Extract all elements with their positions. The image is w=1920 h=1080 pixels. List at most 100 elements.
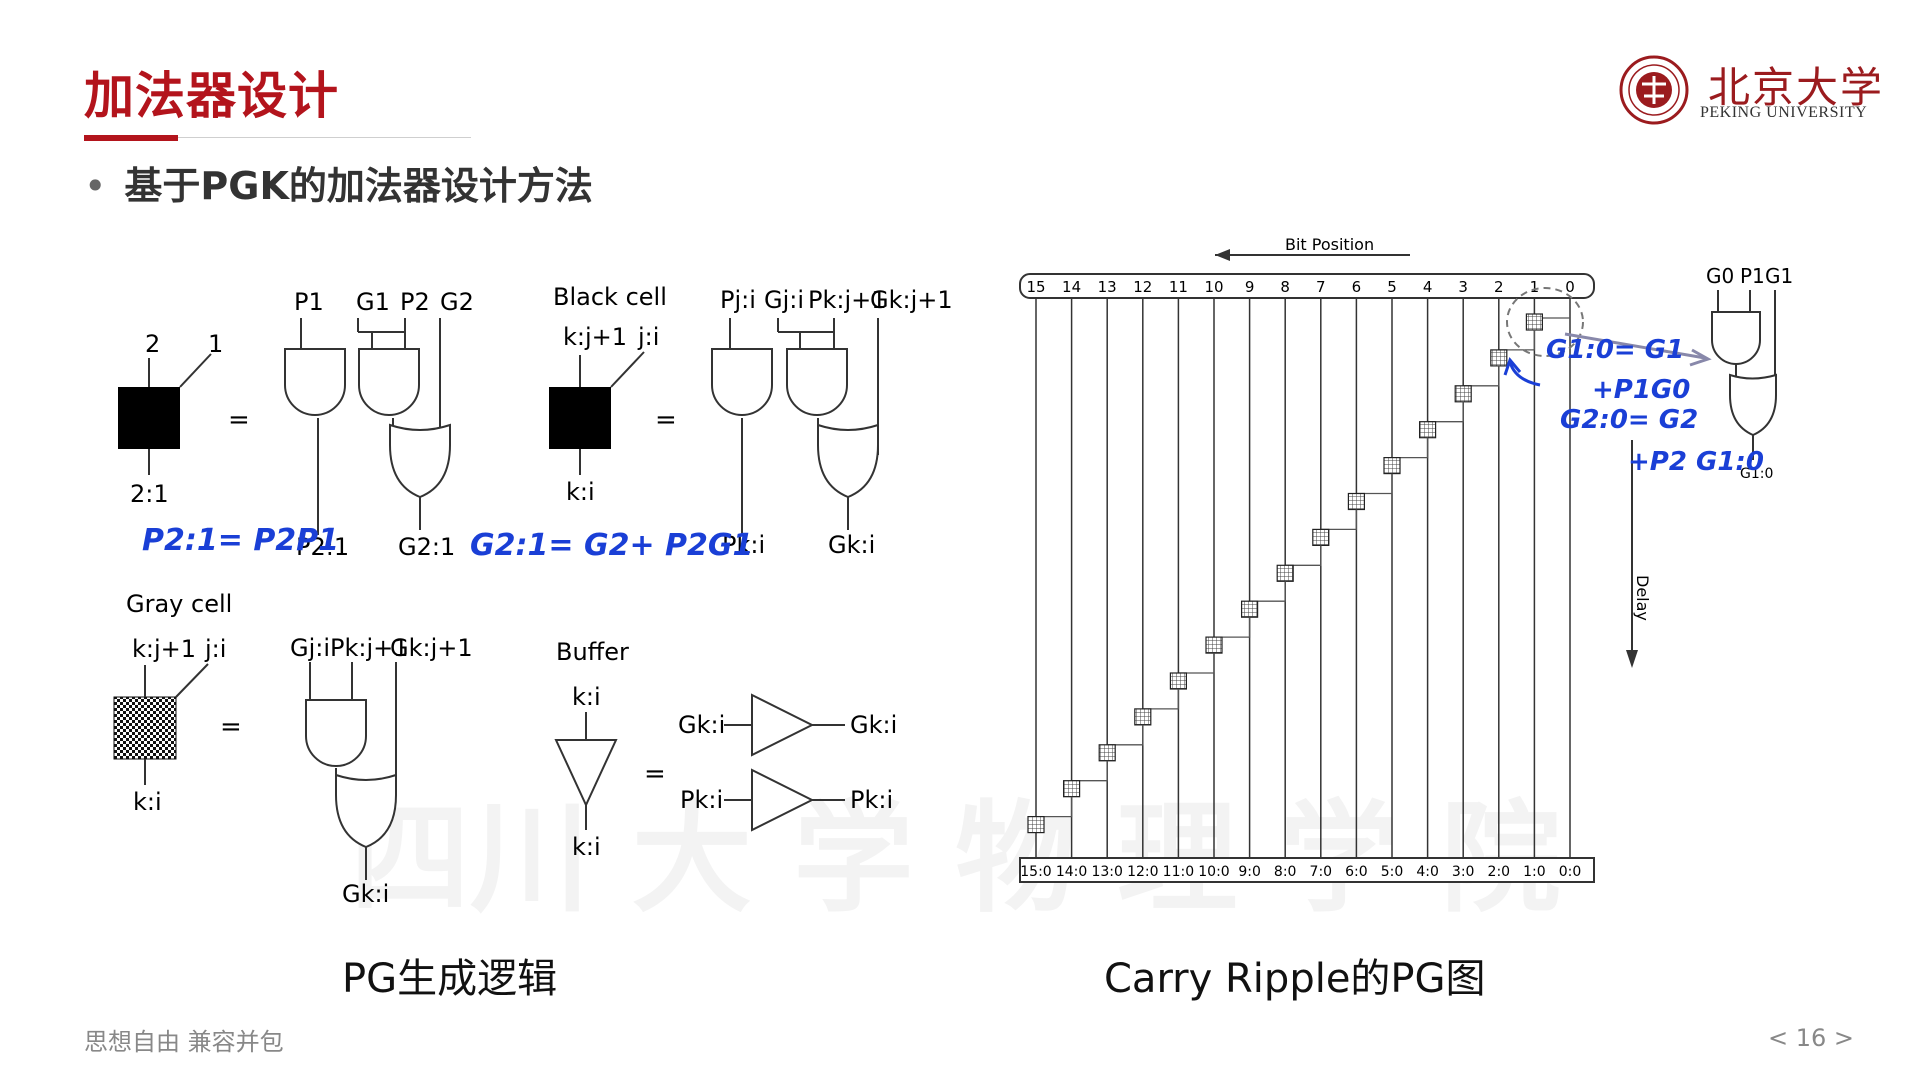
output-label-13-0: 13:0 bbox=[1091, 864, 1122, 880]
output-label-6-0: 6:0 bbox=[1345, 864, 1368, 880]
gray-cell-6 bbox=[1347, 492, 1366, 511]
bit-label-14: 14 bbox=[1062, 278, 1081, 296]
black-cell-title: Black cell bbox=[553, 283, 667, 311]
equals-sign-4: = bbox=[644, 759, 666, 789]
cell-connector bbox=[1320, 509, 1358, 531]
bit-label-3: 3 bbox=[1458, 278, 1468, 296]
output-label-14-0: 14:0 bbox=[1056, 864, 1087, 880]
label-g10-out: G1:0 bbox=[1740, 466, 1773, 482]
annotation-arrow-icon bbox=[1689, 348, 1712, 367]
gray-cell-14 bbox=[1062, 780, 1081, 798]
handwritten-eq1a: G1:0= G1 bbox=[1546, 335, 1684, 365]
cell-connector bbox=[1214, 617, 1251, 638]
label-g21: G2:1 bbox=[398, 533, 455, 561]
cell-connector bbox=[1392, 437, 1429, 459]
gray-cell-in-left: j:i bbox=[204, 635, 226, 663]
label-gji: Gj:i bbox=[764, 286, 804, 314]
bit-label-7: 7 bbox=[1316, 278, 1326, 296]
black-cell-logic-gates: Pj:i Gj:i Pk:j+1 Gk:j+1 Pk:i Gk:i bbox=[711, 286, 953, 559]
gray-cell-10 bbox=[1205, 636, 1223, 654]
delay-arrow-icon bbox=[1626, 650, 1638, 668]
output-label-9-0: 9:0 bbox=[1238, 864, 1261, 880]
output-label-12-0: 12:0 bbox=[1127, 864, 1158, 880]
label-buf-gout: Gk:i bbox=[850, 711, 897, 739]
equals-sign-2: = bbox=[655, 405, 677, 435]
label-g2: G2 bbox=[440, 288, 474, 316]
label-gkj1: Gk:j+1 bbox=[870, 286, 953, 314]
gray-cell-out: k:i bbox=[133, 788, 162, 816]
bit-label-11: 11 bbox=[1169, 278, 1188, 296]
black-logic-gates: P1 G1 P2 G2 P2:1 G2:1 bbox=[284, 288, 474, 561]
gray-cell-3 bbox=[1454, 385, 1472, 403]
bullet-text: 基于PGK的加法器设计方法 bbox=[124, 164, 593, 208]
label-g1-r: G1 bbox=[1765, 264, 1793, 288]
label-p1: P1 bbox=[294, 288, 324, 316]
gray-cell-12 bbox=[1134, 708, 1152, 726]
page-number: < 16 > bbox=[1767, 1024, 1854, 1052]
bit-footer-bar bbox=[1019, 857, 1595, 883]
black-generic-in-top: 2 bbox=[145, 330, 160, 358]
caption-left: PG生成逻辑 bbox=[342, 956, 558, 1002]
equals-sign-3: = bbox=[220, 712, 242, 742]
label-gki: Gk:i bbox=[828, 531, 875, 559]
cell-connector bbox=[1071, 760, 1108, 782]
title-underline-accent bbox=[84, 135, 178, 141]
output-label-4-0: 4:0 bbox=[1416, 864, 1439, 880]
gray-cell-7 bbox=[1312, 528, 1330, 547]
output-label-0-0: 0:0 bbox=[1559, 864, 1582, 880]
output-label-8-0: 8:0 bbox=[1274, 864, 1297, 880]
output-label-5-0: 5:0 bbox=[1381, 864, 1404, 880]
gray-cell-15 bbox=[1027, 815, 1045, 834]
pku-logo-chinese: 北京大学 bbox=[1708, 63, 1885, 112]
label-gray-pkj1: Pk:j+1 bbox=[330, 634, 409, 662]
gray-cell-13 bbox=[1098, 744, 1116, 762]
black-cell: Black cell k:j+1 j:i k:i = bbox=[549, 283, 677, 506]
handwritten-p-equation: P2:1= P2P1 bbox=[142, 523, 339, 558]
label-g0: G0 bbox=[1706, 264, 1734, 288]
black-cell-generic: 2 1 2:1 = bbox=[118, 330, 250, 508]
handwritten-eq2b: +P2 G1:0 bbox=[1628, 447, 1764, 477]
bit-label-12: 12 bbox=[1133, 278, 1152, 296]
handwritten-eq2a: G2:0= G2 bbox=[1560, 405, 1698, 435]
pku-logo-english: PEKING UNIVERSITY bbox=[1700, 104, 1868, 121]
output-label-7-0: 7:0 bbox=[1310, 864, 1333, 880]
black-generic-out: 2:1 bbox=[130, 480, 169, 508]
label-buf-pin: Pk:i bbox=[680, 786, 723, 814]
label-g1: G1 bbox=[356, 288, 390, 316]
label-pji: Pj:i bbox=[720, 286, 756, 314]
gray-cell: Gray cell k:j+1 j:i k:i = bbox=[113, 590, 242, 816]
buffer-out: k:i bbox=[572, 833, 601, 861]
bit-position-label: Bit Position bbox=[1285, 235, 1374, 254]
label-p1-r: P1 bbox=[1740, 264, 1765, 288]
buffer-title: Buffer bbox=[556, 638, 629, 666]
gray-cell-logic-gates: Gj:i Pk:j+1 Gk:j+1 Gk:i bbox=[290, 634, 473, 908]
cell-connector bbox=[1285, 545, 1322, 566]
gray-cell-4 bbox=[1418, 421, 1437, 439]
gray-cell-11 bbox=[1169, 672, 1188, 690]
bit-lines bbox=[1035, 298, 1571, 858]
bit-label-2: 2 bbox=[1494, 278, 1504, 296]
cell-connector bbox=[1498, 330, 1536, 351]
label-buf-pout: Pk:i bbox=[850, 786, 893, 814]
bullet-point: •基于PGK的加法器设计方法 bbox=[84, 155, 593, 210]
output-label-11-0: 11:0 bbox=[1163, 864, 1194, 880]
label-p2: P2 bbox=[400, 288, 430, 316]
gray-cell-5 bbox=[1383, 457, 1401, 475]
buffer-cell: Buffer k:i k:i = bbox=[554, 638, 666, 861]
output-label-10-0: 10:0 bbox=[1198, 864, 1229, 880]
handwritten-eq1b: +P1G0 bbox=[1592, 375, 1690, 405]
bit-header-bar bbox=[1019, 273, 1595, 299]
page-title: 加法器设计 bbox=[84, 67, 339, 125]
bit-label-0: 0 bbox=[1565, 278, 1575, 296]
gray-cell-9 bbox=[1240, 600, 1259, 618]
gray-cell-in-top: k:j+1 bbox=[132, 635, 196, 663]
delay-label: Delay bbox=[1633, 575, 1652, 621]
pku-seal-icon bbox=[1619, 55, 1689, 125]
cell-connector bbox=[1249, 581, 1286, 602]
label-gray-gji: Gj:i bbox=[290, 634, 330, 662]
cell-connector bbox=[1178, 653, 1215, 674]
gray-cell-8 bbox=[1276, 564, 1294, 582]
bit-label-10: 10 bbox=[1204, 278, 1223, 296]
